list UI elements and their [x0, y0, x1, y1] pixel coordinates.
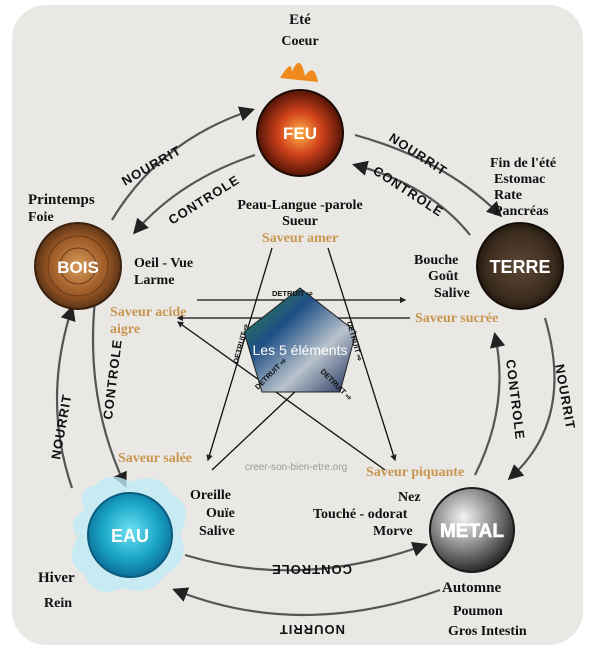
metal-sense-3: Morve: [373, 524, 413, 539]
element-bois: BOIS: [34, 222, 122, 310]
star-line-feu-metal: [327, 247, 397, 462]
feu-label: FEU: [283, 124, 317, 143]
bois-organ: Foie: [28, 210, 54, 225]
detruit-label-top: DETRUIT ⇨: [272, 289, 314, 298]
element-terre: TERRE: [476, 222, 564, 310]
feu-sense-1: Peau-Langue -parole: [237, 198, 363, 213]
element-feu: FEU: [256, 62, 344, 177]
element-eau: EAU: [71, 476, 186, 592]
bois-label: BOIS: [57, 258, 99, 277]
nourrit-arc-feu-terre: [354, 133, 503, 218]
eau-sense-1: Oreille: [190, 488, 231, 503]
star-line-metal-bois: [176, 321, 386, 471]
terre-season: Fin de l'été: [490, 156, 557, 171]
nourrit-arcs: [55, 106, 556, 617]
metal-organ-2: Gros Intestin: [448, 624, 527, 639]
nourrit-label-bottom: NOURRIT: [279, 622, 345, 637]
bois-sense-2: Larme: [134, 273, 175, 288]
controle-label-bottom: CONTROLE: [271, 562, 352, 577]
controle-arc-metal-terre: [474, 331, 506, 476]
bois-saveur-2: aigre: [110, 322, 141, 337]
eau-organ: Rein: [44, 596, 72, 611]
feu-saveur: Saveur amer: [261, 231, 339, 246]
metal-sense-1: Nez: [398, 490, 421, 505]
nourrit-arc-metal-eau: [172, 587, 441, 617]
eau-sense-2: Ouïe: [206, 506, 235, 521]
bois-saveur-1: Saveur acide: [110, 305, 187, 320]
star-line-feu-eau: [206, 247, 273, 462]
eau-saveur: Saveur salée: [118, 451, 193, 466]
eau-sense-3: Salive: [199, 524, 235, 539]
metal-organ-1: Poumon: [453, 604, 503, 619]
eau-season: Hiver: [38, 570, 75, 586]
center-image: Les 5 éléments: [243, 287, 357, 393]
terre-organ-1: Estomac: [494, 172, 546, 187]
nourrit-arc-eau-bois: [55, 305, 76, 489]
element-metal: METAL: [429, 487, 515, 573]
terre-organ-3: Pancréas: [494, 204, 549, 219]
feu-organ: Coeur: [281, 34, 319, 49]
nourrit-arc-terre-metal: [507, 317, 556, 481]
bois-sense-1: Oeil - Vue: [134, 256, 194, 271]
controle-arc-bois-eau: [91, 299, 127, 488]
terre-saveur: Saveur sucrée: [415, 311, 499, 326]
terre-sense-2: Goût: [428, 269, 459, 284]
flame-icon: [280, 62, 318, 82]
controle-arc-feu-bois: [132, 153, 256, 235]
metal-label: METAL: [440, 521, 504, 542]
metal-sense-2: Touché - odorat: [313, 507, 408, 522]
watermark: creer-son-bien-etre.org: [245, 462, 347, 473]
terre-sense-3: Salive: [434, 286, 470, 301]
controle-arc-terre-feu: [352, 160, 471, 236]
controle-arcs: [91, 153, 506, 572]
terre-label: TERRE: [489, 257, 550, 277]
center-title: Les 5 éléments: [253, 342, 348, 358]
feu-sense-2: Sueur: [282, 214, 318, 229]
terre-sense-1: Bouche: [414, 253, 459, 268]
metal-season: Automne: [442, 580, 502, 596]
controle-arc-eau-metal: [184, 541, 428, 572]
terre-organ-2: Rate: [494, 188, 522, 203]
nourrit-arc-bois-feu: [111, 106, 255, 221]
metal-saveur: Saveur piquante: [366, 465, 465, 480]
feu-season: Eté: [289, 12, 311, 28]
bois-season: Printemps: [28, 192, 95, 208]
eau-label: EAU: [111, 526, 149, 546]
